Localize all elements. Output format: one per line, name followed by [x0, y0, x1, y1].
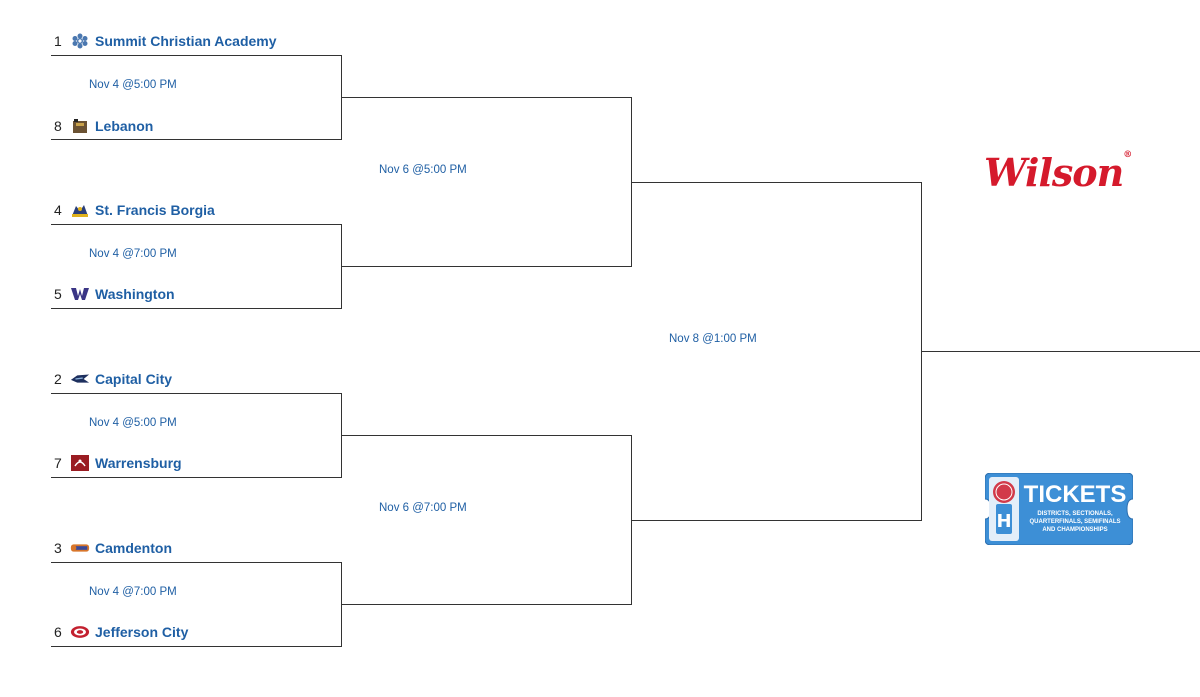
team-name[interactable]: Camdenton — [95, 540, 172, 556]
warrensburg-logo-icon — [70, 455, 90, 471]
seed-number: 1 — [54, 33, 62, 49]
bracket-line — [342, 97, 632, 98]
bracket-line — [341, 393, 342, 478]
st-francis-borgia-logo-icon — [70, 202, 90, 218]
lebanon-logo-icon — [70, 118, 90, 134]
bracket-line — [342, 266, 632, 267]
bracket-line — [342, 435, 632, 436]
seed-number: 3 — [54, 540, 62, 556]
team-slot-lebanon[interactable]: 8 Lebanon — [54, 115, 153, 137]
team-slot-washington[interactable]: 5 Washington — [54, 283, 175, 305]
seed-number: 8 — [54, 118, 62, 134]
tickets-headline: TICKETS — [1024, 481, 1127, 508]
tickets-sponsor-banner[interactable]: H TICKETS DISTRICTS, SECTIONALS, QUARTER… — [984, 472, 1134, 546]
team-slot-camdenton[interactable]: 3 Camdenton — [54, 537, 172, 559]
game-time-quarterfinal-4[interactable]: Nov 4 @7:00 PM — [89, 586, 177, 598]
registered-mark: ® — [1123, 150, 1132, 160]
game-time-final[interactable]: Nov 8 @1:00 PM — [669, 333, 757, 345]
bracket-line — [51, 646, 342, 647]
team-name[interactable]: Summit Christian Academy — [95, 33, 277, 49]
bracket-line — [632, 182, 922, 183]
game-time-quarterfinal-1[interactable]: Nov 4 @5:00 PM — [89, 79, 177, 91]
game-time-quarterfinal-3[interactable]: Nov 4 @5:00 PM — [89, 417, 177, 429]
team-name[interactable]: Jefferson City — [95, 624, 189, 640]
summit-christian-academy-logo-icon — [70, 33, 90, 49]
tickets-line-2: QUARTERFINALS, SEMIFINALS — [1030, 519, 1121, 525]
game-time-semifinal-1[interactable]: Nov 6 @5:00 PM — [379, 164, 467, 176]
team-slot-summit-christian-academy[interactable]: 1 Summit Christian Academy — [54, 30, 277, 52]
team-slot-jefferson-city[interactable]: 6 Jefferson City — [54, 621, 188, 643]
team-slot-st-francis-borgia[interactable]: 4 St. Francis Borgia — [54, 199, 215, 221]
bracket-line — [51, 477, 342, 478]
bracket-line — [631, 435, 632, 605]
seed-number: 4 — [54, 202, 62, 218]
game-time-quarterfinal-2[interactable]: Nov 4 @7:00 PM — [89, 248, 177, 260]
bracket-line — [51, 139, 342, 140]
team-name[interactable]: Washington — [95, 286, 175, 302]
game-time-semifinal-2[interactable]: Nov 6 @7:00 PM — [379, 502, 467, 514]
bracket-line — [341, 55, 342, 140]
team-slot-warrensburg[interactable]: 7 Warrensburg — [54, 452, 182, 474]
bracket-line — [921, 182, 922, 521]
capital-city-logo-icon — [70, 371, 90, 387]
wilson-sponsor-logo[interactable]: Wilson® — [984, 150, 1132, 195]
bracket-line — [51, 308, 342, 309]
team-slot-capital-city[interactable]: 2 Capital City — [54, 368, 172, 390]
seed-number: 7 — [54, 455, 62, 471]
bracket-line — [631, 97, 632, 267]
team-name[interactable]: Warrensburg — [95, 455, 182, 471]
tickets-badge-letter: H — [996, 511, 1011, 532]
bracket-line — [51, 224, 342, 225]
tickets-banner-graphic: H TICKETS DISTRICTS, SECTIONALS, QUARTER… — [984, 472, 1134, 546]
jefferson-city-logo-icon — [70, 624, 90, 640]
team-name[interactable]: Lebanon — [95, 118, 154, 134]
seed-number: 5 — [54, 286, 62, 302]
bracket-line — [51, 562, 342, 563]
tickets-line-1: DISTRICTS, SECTIONALS, — [1037, 511, 1113, 517]
tickets-line-3: AND CHAMPIONSHIPS — [1042, 527, 1107, 533]
camdenton-logo-icon — [70, 540, 90, 556]
wilson-wordmark: Wilson — [984, 150, 1124, 195]
bracket-line — [51, 55, 342, 56]
bracket-line — [341, 224, 342, 309]
team-name[interactable]: St. Francis Borgia — [95, 202, 215, 218]
bracket-line — [342, 604, 632, 605]
bracket-line — [51, 393, 342, 394]
bracket-line — [341, 562, 342, 647]
seed-number: 2 — [54, 371, 62, 387]
champion-line — [922, 351, 1200, 352]
team-name[interactable]: Capital City — [95, 371, 173, 387]
bracket-line — [632, 520, 922, 521]
seed-number: 6 — [54, 624, 62, 640]
washington-logo-icon — [70, 286, 90, 302]
